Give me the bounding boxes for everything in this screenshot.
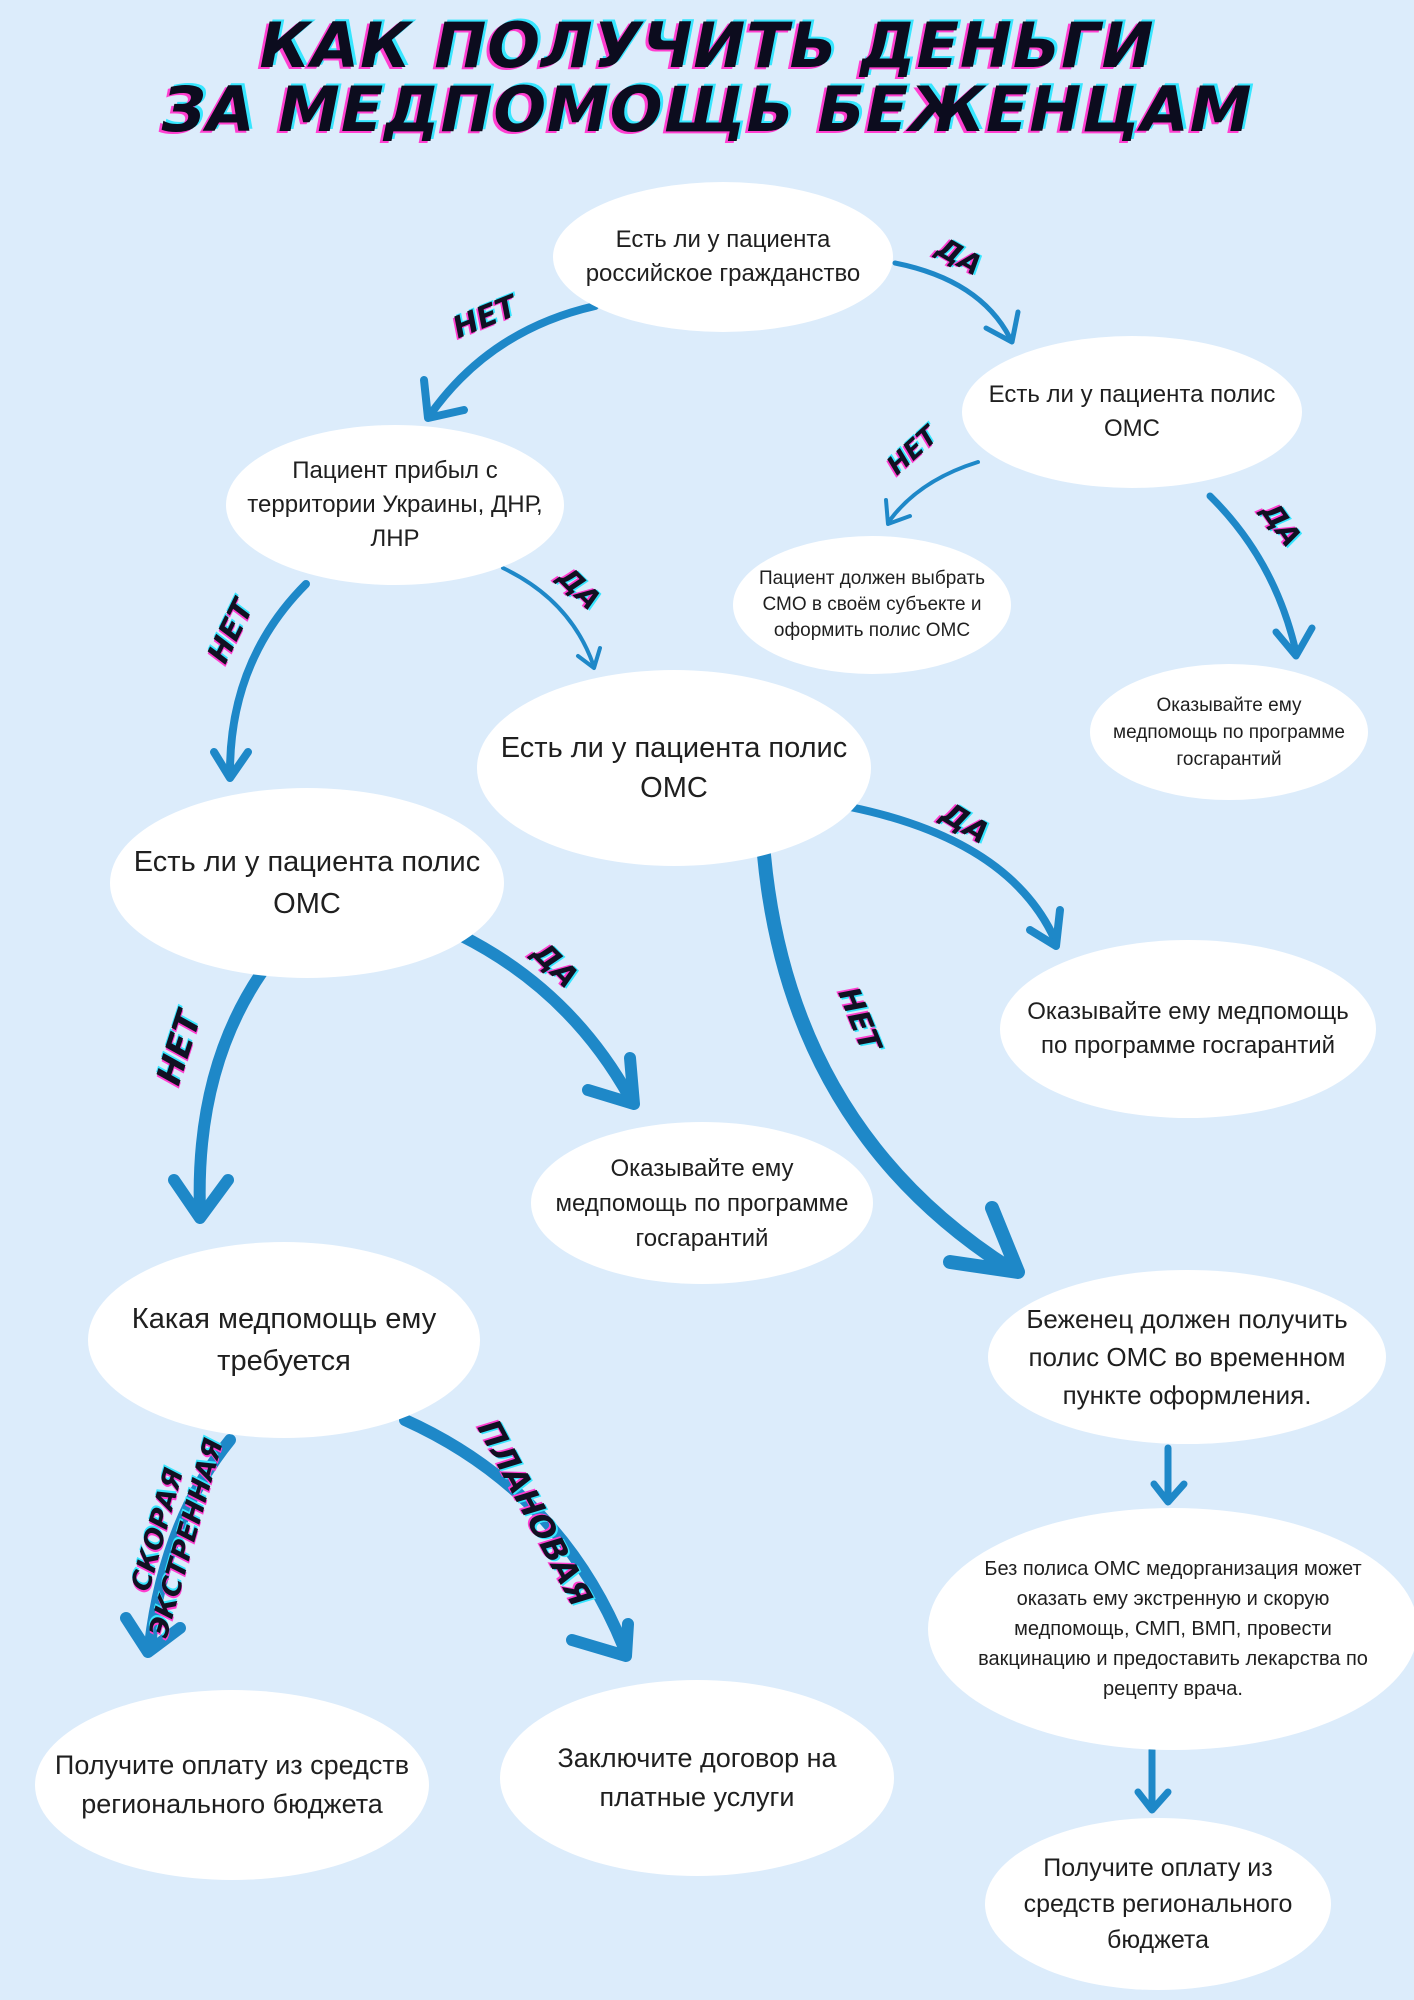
arrow-info-to-budget xyxy=(1134,1746,1172,1814)
arrow-oms-citizen-yes xyxy=(1206,492,1316,660)
node-q-oms-citizen: Есть ли у пациента полис ОМС xyxy=(962,336,1302,488)
arrow-oms-citizen-no xyxy=(884,460,980,526)
node-without-oms-info: Без полиса ОМС медорганизация может оказ… xyxy=(928,1508,1414,1750)
arrow-refugee-to-info xyxy=(1150,1444,1188,1506)
node-other-provide-care: Оказывайте ему медпомощь по программе го… xyxy=(1000,940,1376,1118)
node-q-care-type: Какая медпомощь ему требуется xyxy=(88,1242,480,1438)
node-q-from-ukraine: Пациент прибыл с территории Украины, ДНР… xyxy=(226,425,564,585)
node-q-oms-ukraine: Есть ли у пациента полис ОМС xyxy=(110,788,504,978)
arrow-oms-ukraine-no xyxy=(168,966,268,1224)
arrow-oms-ukraine-yes xyxy=(454,929,640,1110)
arrow-citizenship-yes xyxy=(892,260,1021,345)
node-citizen-choose-smo: Пациент должен выбрать СМО в своём субъе… xyxy=(733,536,1011,674)
node-refugee-get-oms: Беженец должен получить полис ОМС во вре… xyxy=(988,1270,1386,1444)
node-q-oms-other: Есть ли у пациента полис ОМС xyxy=(477,670,871,866)
arrow-ukraine-yes xyxy=(501,566,602,670)
arrow-citizenship-no xyxy=(420,302,599,422)
title-line-1: КАК ПОЛУЧИТЬ ДЕНЬГИ xyxy=(259,9,1155,82)
node-citizen-provide-care: Оказывайте ему медпомощь по программе го… xyxy=(1090,664,1368,800)
arrow-oms-other-no xyxy=(757,848,1025,1279)
arrow-care-emergency xyxy=(120,1434,236,1658)
node-q-citizenship: Есть ли у пациента российское гражданств… xyxy=(553,182,893,332)
arrow-ukraine-no xyxy=(210,580,310,782)
node-paid-contract: Заключите договор на платные услуги xyxy=(500,1680,894,1876)
arrow-oms-other-yes xyxy=(846,803,1064,950)
title-line-2: ЗА МЕДПОМОЩЬ БЕЖЕНЦАМ xyxy=(161,73,1253,146)
node-regional-budget-2: Получите оплату из средств регионального… xyxy=(985,1818,1331,1990)
node-ukraine-provide-care: Оказывайте ему медпомощь по программе го… xyxy=(531,1122,873,1284)
arrow-care-planned xyxy=(399,1414,634,1662)
node-regional-budget-1: Получите оплату из средств регионального… xyxy=(35,1690,429,1880)
